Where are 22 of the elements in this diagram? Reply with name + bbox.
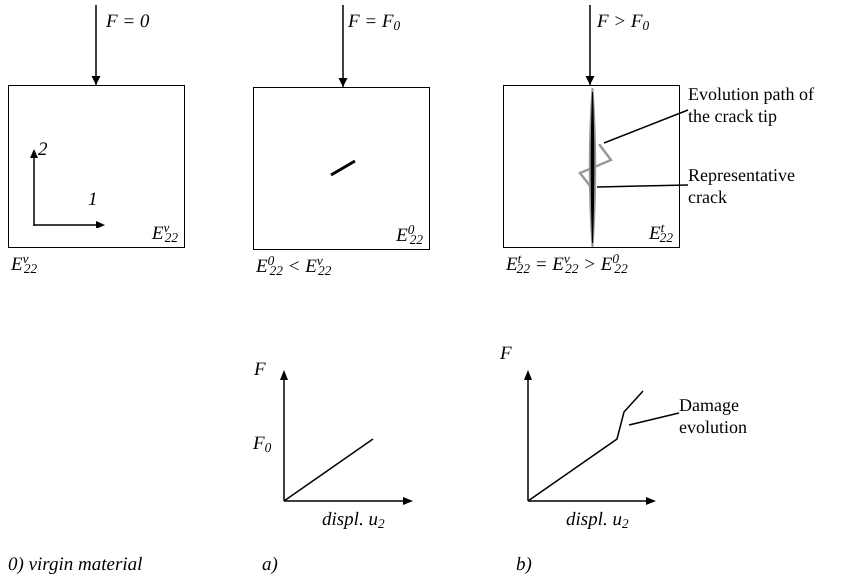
axis-label: F <box>254 360 266 379</box>
leader-line <box>596 184 688 188</box>
axis-label: F <box>500 344 512 363</box>
callout-text: Evolution path of the crack tip <box>688 83 815 127</box>
callout-text: Representative crack <box>688 164 796 208</box>
panel-caption: b) <box>516 555 532 574</box>
force-arrow <box>338 5 348 87</box>
representative-crack <box>587 88 598 247</box>
callout-text: Damage evolution <box>679 394 748 438</box>
leader-line <box>604 109 688 144</box>
panel-caption: a) <box>262 555 278 574</box>
force-label: F = F$_{0}$ <box>348 12 400 31</box>
axis-label: displ. u$_{2}$ <box>566 510 629 529</box>
axis-label: F$_{0}$ <box>253 434 272 453</box>
axis-label: displ. u$_{2}$ <box>322 510 385 529</box>
force-arrow <box>586 5 594 85</box>
panel-caption: 0) virgin material <box>8 555 142 574</box>
leader-line <box>628 412 680 426</box>
force-arrow <box>92 5 100 85</box>
force-label: F > F$_{0}$ <box>597 12 650 31</box>
axis-label: 2 <box>38 140 48 159</box>
axis-label: 1 <box>88 190 98 209</box>
